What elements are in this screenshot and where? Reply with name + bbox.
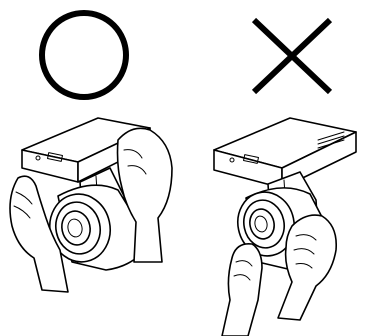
incorrect-cross-icon	[254, 20, 330, 92]
correct-circle-icon	[42, 13, 126, 97]
panel-correct	[10, 13, 172, 292]
hand-left-incorrect	[222, 244, 262, 336]
panel-incorrect	[214, 20, 356, 336]
